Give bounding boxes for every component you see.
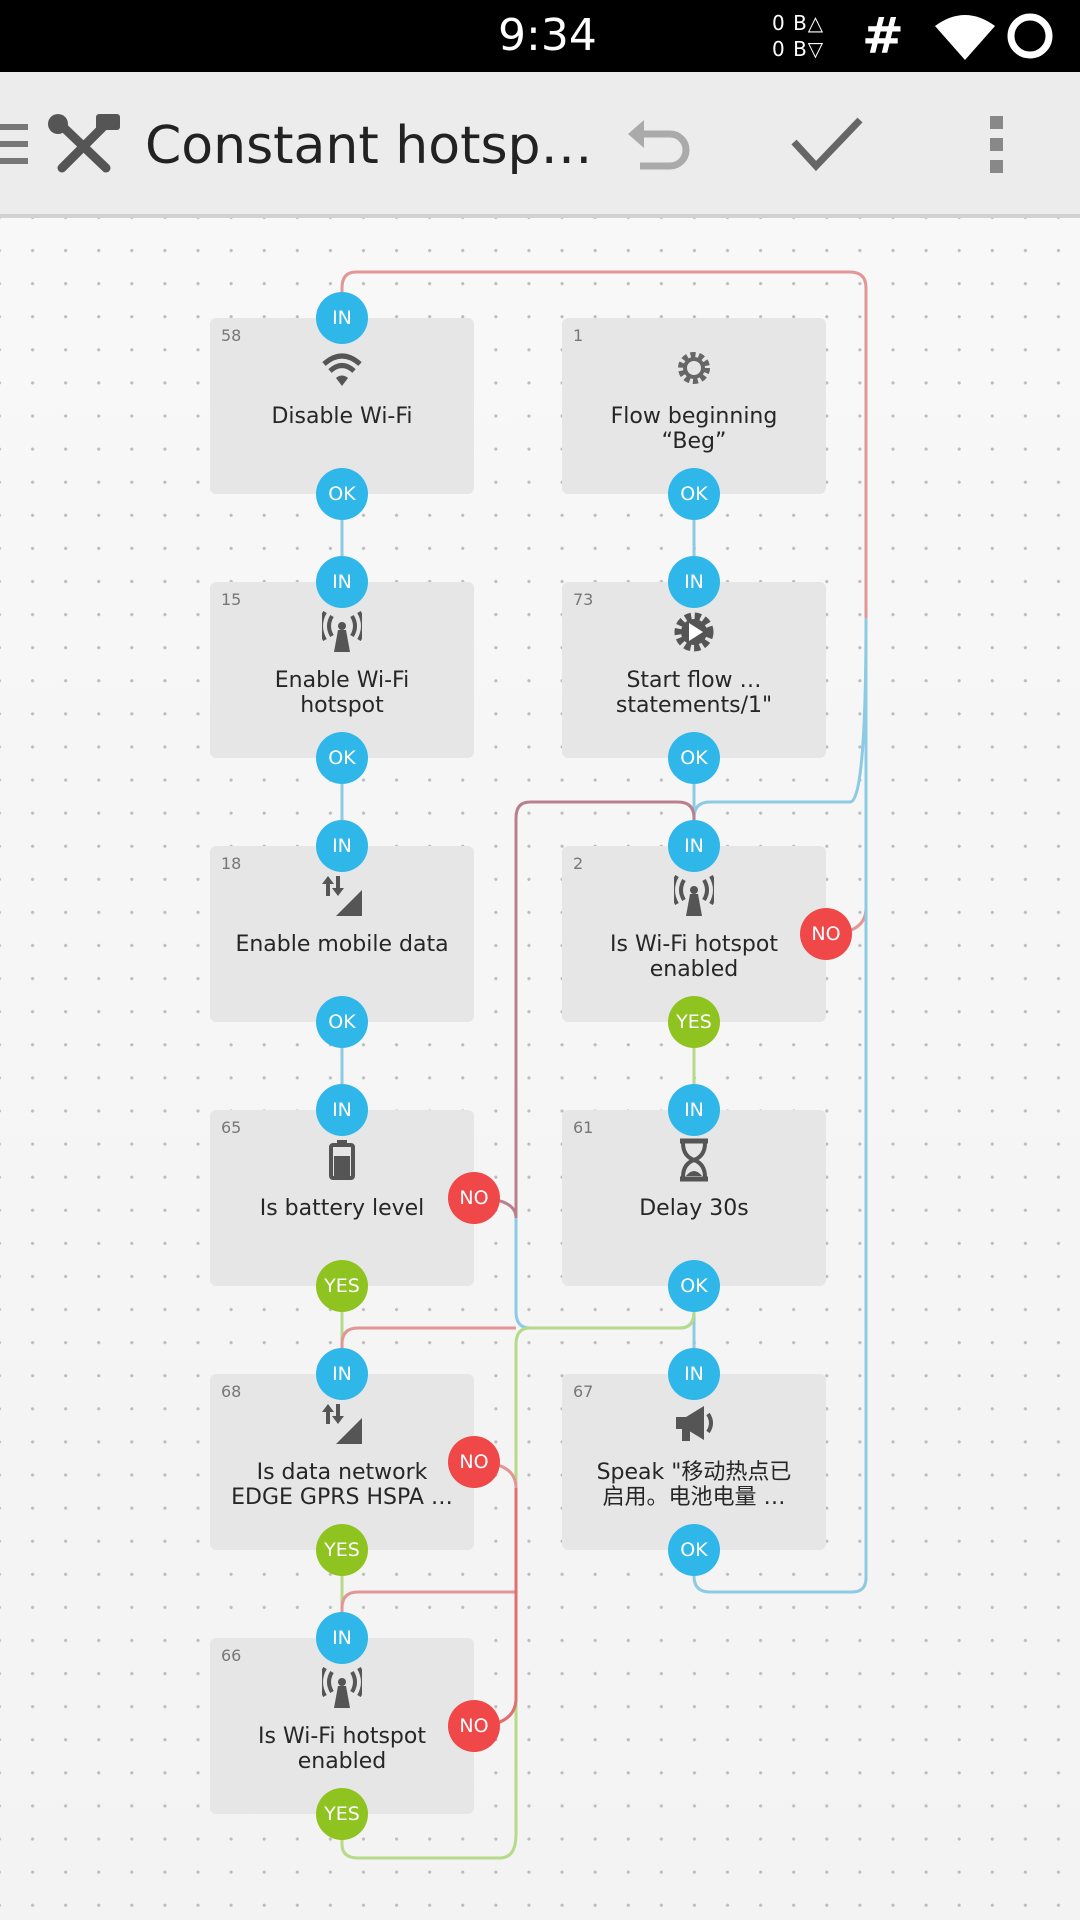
- port-in[interactable]: IN: [668, 556, 720, 608]
- hourglass-icon: [680, 1138, 708, 1182]
- block-label: Enable Wi-Fi hotspot: [274, 668, 410, 718]
- megaphone-icon: [676, 1406, 713, 1441]
- port-ok[interactable]: OK: [668, 468, 720, 520]
- block-number: 67: [573, 1382, 594, 1401]
- block-number: 2: [573, 854, 584, 873]
- block-number: 15: [221, 590, 242, 609]
- block-number: 68: [221, 1382, 242, 1401]
- battery-icon: [329, 1140, 355, 1180]
- port-yes[interactable]: YES: [316, 1788, 368, 1840]
- wifi-signal-icon: [935, 15, 995, 60]
- download-rate: 0 B▽: [772, 37, 825, 61]
- port-in[interactable]: IN: [668, 1348, 720, 1400]
- flow-block[interactable]: 68 Is data network EDGE GPRS HSPA …: [210, 1374, 474, 1550]
- block-label: Speak "移动热点已 启用。电池电量 …: [596, 1460, 792, 1510]
- overflow-menu-icon[interactable]: [988, 114, 1006, 176]
- port-in[interactable]: IN: [316, 1348, 368, 1400]
- block-number: 61: [573, 1118, 594, 1137]
- block-number: 18: [221, 854, 242, 873]
- status-bar: 9:34 0 B△ 0 B▽ #: [0, 0, 1080, 72]
- port-ok[interactable]: OK: [668, 732, 720, 784]
- block-number: 73: [573, 590, 594, 609]
- port-ok[interactable]: OK: [668, 1260, 720, 1312]
- port-in[interactable]: IN: [668, 820, 720, 872]
- undo-icon[interactable]: [626, 120, 692, 172]
- block-label: Is Wi-Fi hotspot enabled: [610, 932, 778, 982]
- block-label: Is battery level: [259, 1196, 425, 1221]
- port-ok[interactable]: OK: [668, 1524, 720, 1576]
- mobile-data-icon: [322, 876, 362, 916]
- port-in[interactable]: IN: [668, 1084, 720, 1136]
- port-ok[interactable]: OK: [316, 732, 368, 784]
- connection-wires: [340, 270, 868, 1860]
- port-in[interactable]: IN: [316, 1612, 368, 1664]
- wire: [340, 1326, 516, 1374]
- check-icon[interactable]: [790, 116, 864, 172]
- block-label: Start flow … statements/1": [615, 668, 773, 718]
- gear-play-icon: [674, 612, 714, 652]
- mobile-data-icon: [322, 1404, 362, 1444]
- flow-block[interactable]: 65 Is battery level: [210, 1110, 474, 1286]
- menu-icon[interactable]: [0, 122, 32, 166]
- port-yes[interactable]: YES: [668, 996, 720, 1048]
- block-label: Flow beginning “Beg”: [610, 404, 778, 454]
- port-no[interactable]: NO: [800, 908, 852, 960]
- tools-icon: [48, 114, 120, 173]
- port-ok[interactable]: OK: [316, 468, 368, 520]
- port-no[interactable]: NO: [448, 1436, 500, 1488]
- block-label: Delay 30s: [639, 1196, 749, 1221]
- flow-title: Constant hotsp…: [145, 116, 593, 176]
- block-number: 66: [221, 1646, 242, 1665]
- block-number: 65: [221, 1118, 242, 1137]
- block-label: Is data network EDGE GPRS HSPA …: [231, 1460, 453, 1510]
- block-label: Disable Wi-Fi: [271, 404, 413, 429]
- port-in[interactable]: IN: [316, 820, 368, 872]
- port-yes[interactable]: YES: [316, 1524, 368, 1576]
- hotspot-icon: [322, 1667, 362, 1708]
- status-time: 9:34: [498, 10, 597, 61]
- port-yes[interactable]: YES: [316, 1260, 368, 1312]
- flow-block[interactable]: 66 Is Wi-Fi hotspot enabled: [210, 1638, 474, 1814]
- port-no[interactable]: NO: [448, 1172, 500, 1224]
- gear-icon: [678, 352, 710, 384]
- toolbar: Constant hotsp…: [0, 72, 1080, 218]
- port-in[interactable]: IN: [316, 556, 368, 608]
- port-in[interactable]: IN: [316, 292, 368, 344]
- hash-icon: #: [862, 7, 904, 65]
- port-in[interactable]: IN: [316, 1084, 368, 1136]
- block-number: 1: [573, 326, 584, 345]
- wifi-icon: [322, 353, 362, 386]
- block-label: Enable mobile data: [235, 932, 449, 957]
- block-number: 58: [221, 326, 242, 345]
- port-no[interactable]: NO: [448, 1700, 500, 1752]
- port-ok[interactable]: OK: [316, 996, 368, 1048]
- flow-block[interactable]: 2 Is Wi-Fi hotspot enabled: [562, 846, 826, 1022]
- block-label: Is Wi-Fi hotspot enabled: [258, 1724, 426, 1774]
- hotspot-icon: [322, 611, 362, 652]
- circle-icon: [1007, 13, 1053, 59]
- hotspot-icon: [674, 875, 714, 916]
- wire: [473, 1488, 518, 1728]
- upload-rate: 0 B△: [772, 11, 825, 35]
